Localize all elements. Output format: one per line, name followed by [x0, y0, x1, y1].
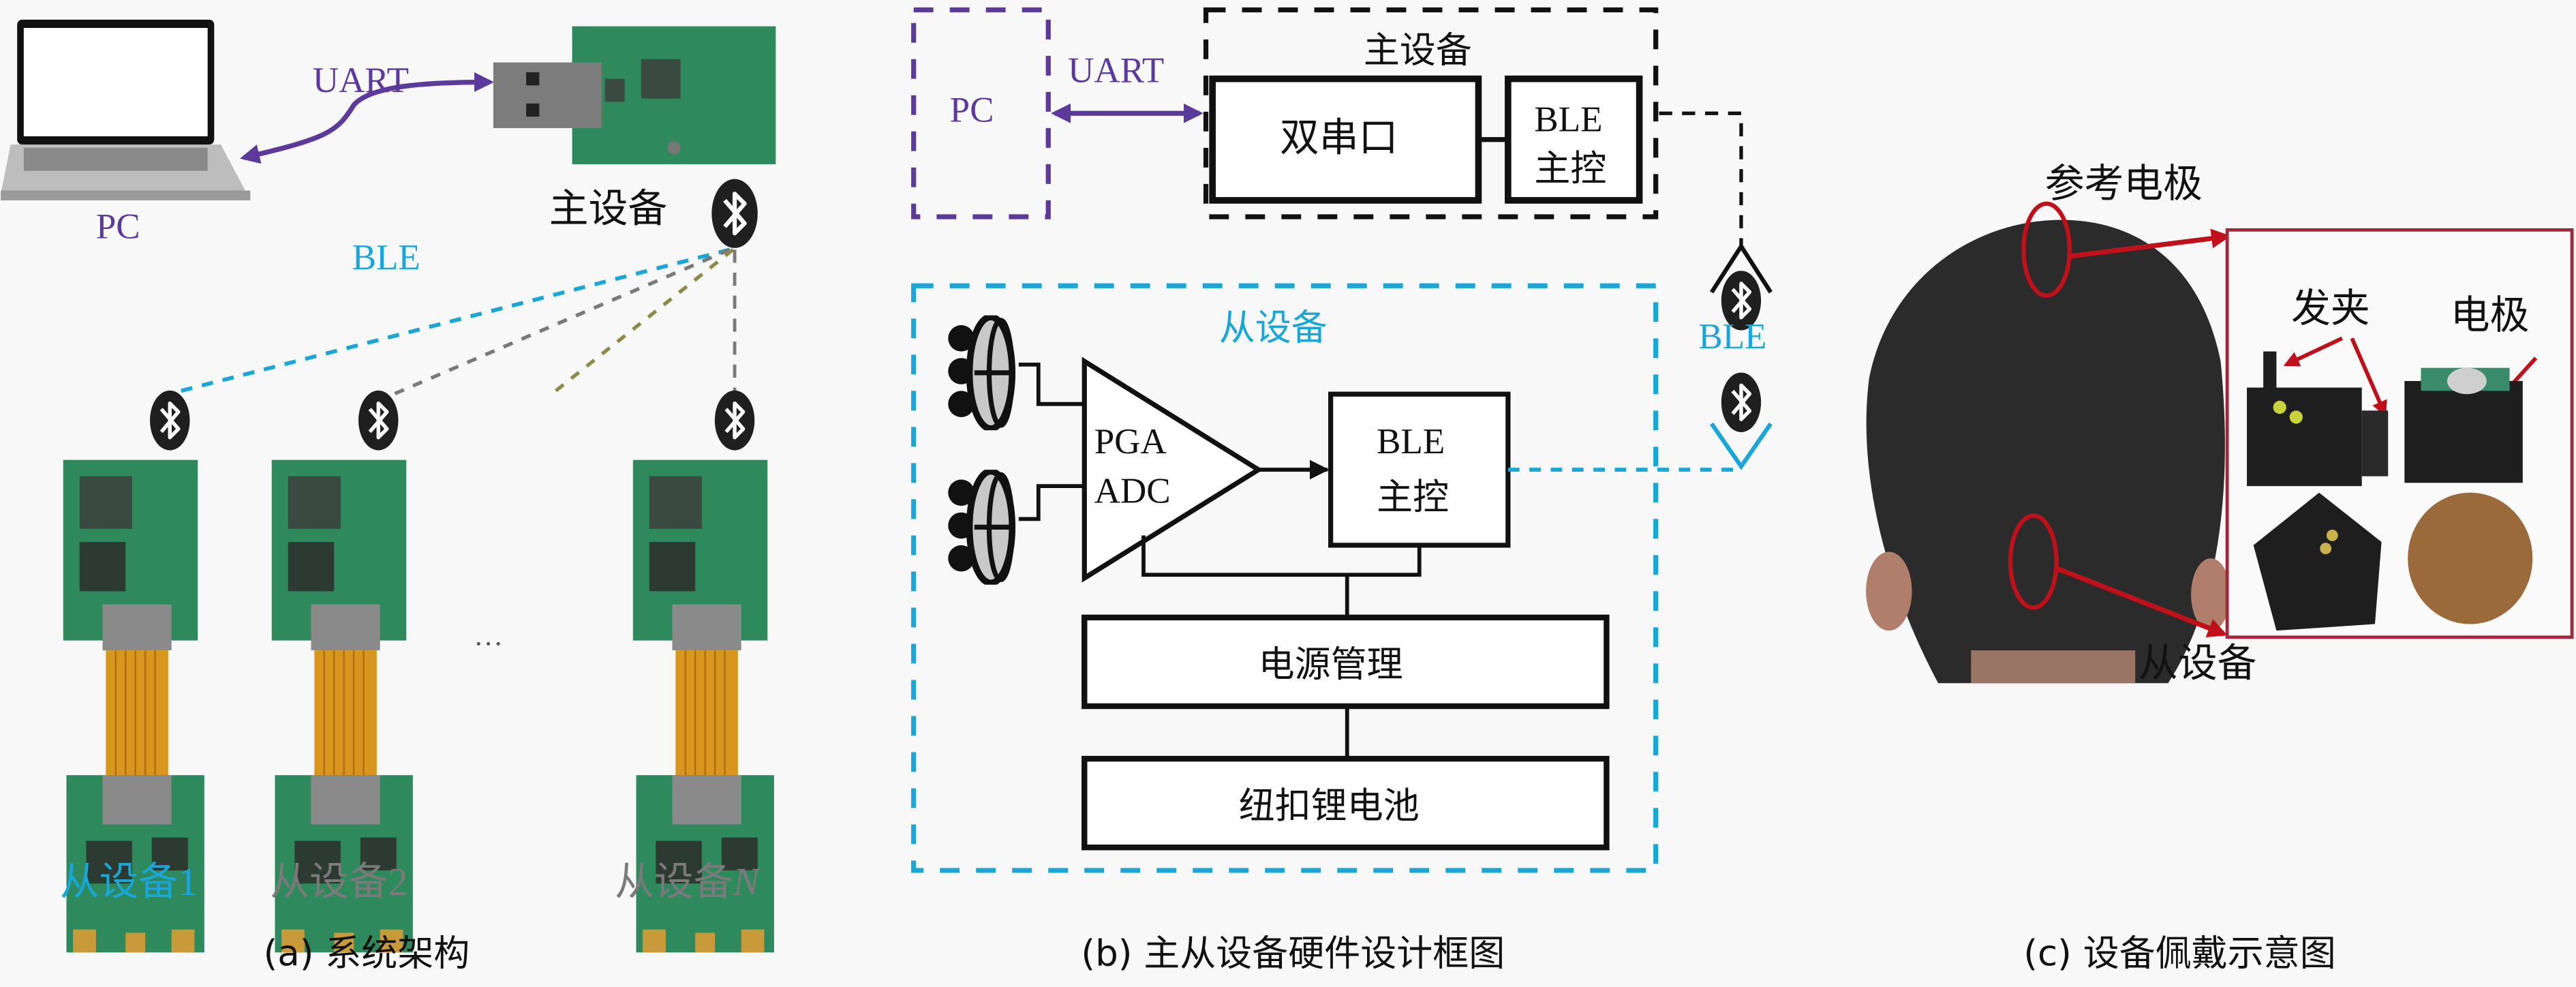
device-photo-back	[2253, 492, 2382, 631]
master-ble-label-line1: BLE	[1534, 100, 1602, 140]
slave-antenna-icon	[1710, 422, 1773, 470]
caption-a: (a) 系统架构	[264, 933, 470, 975]
adc-label: ADC	[1094, 471, 1171, 511]
master-dashed-box	[1203, 7, 1659, 219]
hair-clip-label: 发夹	[2291, 285, 2370, 331]
slave-block-title: 从设备	[1219, 307, 1328, 349]
slave-1-bluetooth-icon	[150, 391, 189, 451]
panel-a-system-architecture: PC UART 主设备 BLE	[1, 19, 776, 975]
coin-cell-photo	[2408, 492, 2533, 624]
master-block-title: 主设备	[1364, 30, 1472, 72]
slave-device-marker	[2008, 513, 2059, 610]
power-management-block	[1082, 614, 1610, 710]
electrode-label: 电极	[2451, 292, 2530, 338]
hair-clip-arrow-1	[2283, 336, 2344, 367]
ble-link-slave-1	[168, 247, 731, 397]
electrode-icon-2	[948, 471, 1012, 583]
uart-label: UART	[313, 61, 409, 100]
electrode-icon-1	[948, 317, 1012, 429]
ellipsis: ···	[474, 628, 503, 660]
pc-dashed-box	[911, 7, 1051, 219]
ref-electrode-arrow	[2069, 228, 2231, 259]
device-photo-front	[2247, 351, 2389, 487]
electrode-2-wire	[1018, 484, 1085, 521]
slave-ble-label-line1: BLE	[1377, 422, 1445, 461]
slave-2-label: 从设备2	[270, 858, 408, 905]
hair-clip-arrow-2	[2350, 337, 2387, 417]
pga-adc-amplifier	[1082, 356, 1263, 583]
pc-block-label: PC	[950, 90, 994, 130]
coin-battery-label: 纽扣锂电池	[1239, 785, 1420, 827]
slave-ble-block	[1328, 391, 1511, 548]
master-antenna-icon	[1709, 242, 1773, 294]
master-ble-block	[1505, 75, 1643, 204]
ref-electrode-marker	[2021, 201, 2072, 298]
master-ble-label-line2: 主控	[1534, 148, 1606, 189]
master-bluetooth-icon	[711, 179, 757, 248]
slave-device-photo-label: 从设备	[2138, 640, 2256, 686]
panel-c-wearing-illustration: 参考电极 从设备 发夹 电极 (c) 设备佩戴示意图	[1866, 160, 2574, 975]
pga-label: PGA	[1094, 422, 1167, 461]
slave-1-label: 从设备1	[60, 858, 198, 905]
slave-n-label: 从设备N	[615, 858, 761, 905]
slave-n-bluetooth-icon	[715, 391, 754, 451]
caption-c: (c) 设备佩戴示意图	[2023, 933, 2335, 975]
laptop-icon	[1, 19, 251, 200]
power-management-label: 电源管理	[1259, 644, 1403, 686]
head-photo	[1866, 219, 2230, 684]
panel-b-hardware-block-diagram: PC UART 主设备 双串口 BLE 主控 BLE 从设备 PGA ADC	[911, 7, 1773, 975]
ble-label: BLE	[352, 238, 420, 277]
coin-battery-block	[1082, 755, 1610, 851]
device-photo-electrode-top	[2404, 367, 2523, 483]
master-device-label: 主设备	[549, 185, 667, 231]
slave-link-bluetooth-icon	[1721, 373, 1761, 432]
dual-uart-label: 双串口	[1280, 115, 1398, 161]
master-antenna-feed	[1659, 111, 1743, 250]
ref-electrode-label: 参考电极	[2045, 160, 2203, 207]
uart-link-arrow	[240, 72, 494, 164]
electrode-1-wire	[1018, 362, 1085, 406]
ble-link-slave-2	[378, 247, 731, 403]
caption-b: (b) 主从设备硬件设计框图	[1081, 933, 1505, 975]
slave-device-arrow	[2055, 566, 2228, 638]
uart-block-label: UART	[1068, 50, 1164, 90]
master-device-board-image	[493, 26, 776, 164]
power-rail-wire	[1141, 535, 1422, 577]
ble-link-label: BLE	[1698, 317, 1766, 356]
pc-label: PC	[96, 207, 140, 246]
slave-dashed-box	[911, 283, 1659, 873]
slave-ble-label-line2: 主控	[1377, 476, 1449, 518]
slave-2-bluetooth-icon	[358, 391, 398, 451]
